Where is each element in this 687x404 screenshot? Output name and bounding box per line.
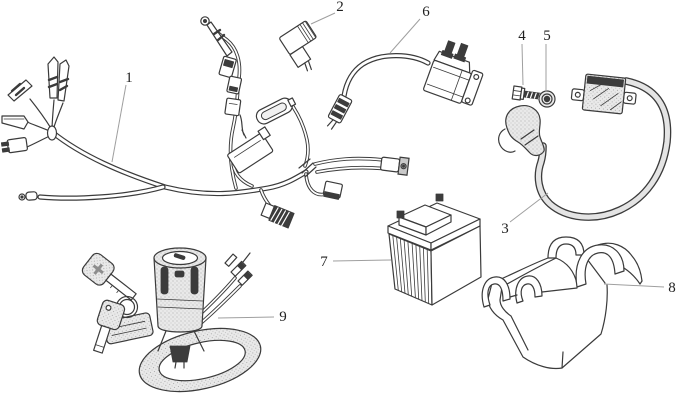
leader-line-8 xyxy=(603,283,665,288)
inline-connector xyxy=(226,75,243,95)
regulator-connector xyxy=(326,94,353,130)
callout-8: 8 xyxy=(668,280,676,296)
inline-connector xyxy=(218,55,237,79)
callout-3: 3 xyxy=(501,221,509,237)
battery-cap xyxy=(398,204,452,236)
spade-terminal xyxy=(7,79,33,102)
plug-connector xyxy=(380,156,410,176)
spade-terminal xyxy=(47,56,70,102)
relay-box xyxy=(227,126,274,174)
nut-drawing xyxy=(538,90,556,108)
leader-line-9 xyxy=(217,316,275,319)
ignition-coil-drawing xyxy=(498,73,668,217)
spark-plug-cap xyxy=(498,105,545,157)
inline-connector xyxy=(224,97,242,117)
callout-6: 6 xyxy=(422,4,430,20)
callout-4: 4 xyxy=(518,28,526,44)
block-connector xyxy=(322,180,343,200)
spade-terminal xyxy=(1,115,29,130)
wiring-harness-drawing xyxy=(0,16,410,229)
callout-5: 5 xyxy=(543,28,551,44)
multi-pin-connector xyxy=(260,202,295,229)
battery-ribs xyxy=(392,235,430,305)
callout-1: 1 xyxy=(125,70,133,86)
callout-numbers: 1 2 3 4 5 6 7 8 9 xyxy=(125,0,676,325)
battery-drawing xyxy=(387,193,482,306)
rectifier-regulator-drawing xyxy=(326,40,484,130)
cdi-unit-drawing xyxy=(279,20,317,72)
battery-box-drawing xyxy=(481,236,643,370)
battery-terminal xyxy=(435,193,444,202)
bullet-terminal xyxy=(18,191,38,201)
harness-node xyxy=(46,125,58,141)
callout-2: 2 xyxy=(336,0,344,15)
leader-line-3 xyxy=(509,192,549,223)
leader-line-7 xyxy=(332,259,392,262)
two-prong-plug xyxy=(0,137,28,154)
fuse-holder xyxy=(255,97,297,125)
callout-7: 7 xyxy=(320,254,328,270)
callout-9: 9 xyxy=(279,309,287,325)
leader-line-1 xyxy=(111,84,127,163)
lock-barrel xyxy=(153,247,207,369)
leader-lines xyxy=(111,12,665,319)
bolt-drawing xyxy=(511,85,548,101)
ring-terminal xyxy=(200,16,233,57)
leader-line-6 xyxy=(389,18,421,54)
ignition-switch-drawing xyxy=(81,247,262,393)
key-icon xyxy=(81,252,137,301)
coil-body xyxy=(570,73,637,115)
switch-wire-terminals xyxy=(224,252,253,286)
key-icon xyxy=(93,299,126,354)
leader-line-4 xyxy=(521,43,524,86)
battery-terminal xyxy=(396,210,405,219)
leader-line-2 xyxy=(310,12,336,25)
regulator-terminal xyxy=(440,40,469,63)
